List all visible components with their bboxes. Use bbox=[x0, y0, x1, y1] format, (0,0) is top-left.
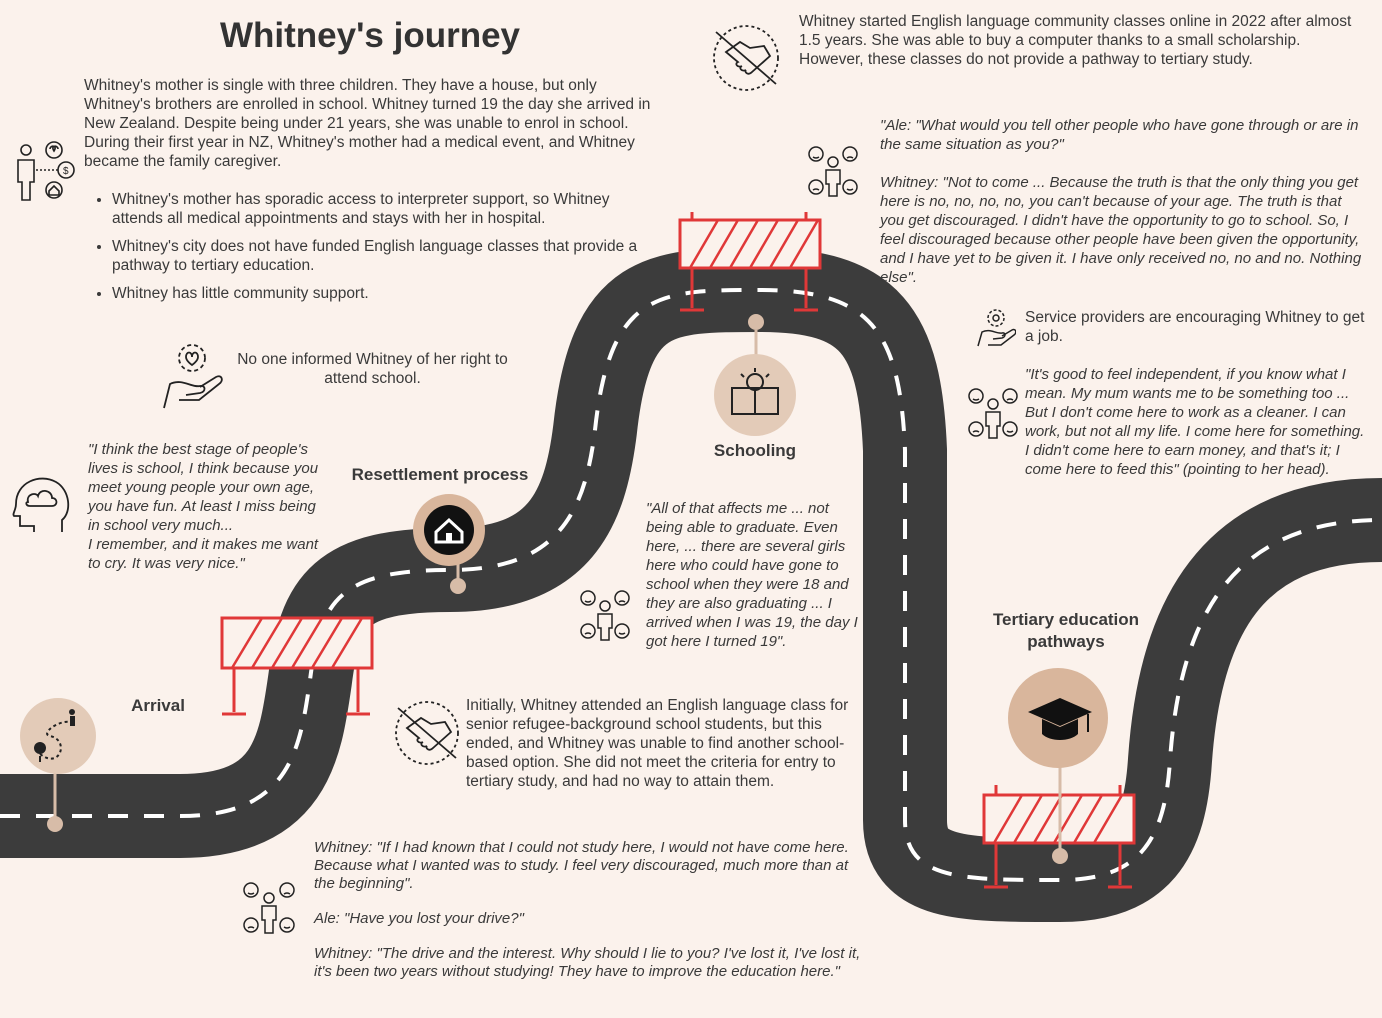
broken-handshake-icon bbox=[713, 25, 779, 91]
pin-tertiary bbox=[1008, 668, 1108, 864]
quote-graduate: "All of that affects me ... not being ab… bbox=[646, 500, 858, 650]
whitney-answer: Whitney: "Not to come ... Because the tr… bbox=[880, 174, 1362, 286]
barrier-arrival bbox=[220, 616, 374, 716]
quote-school: "I think the best stage of people's live… bbox=[88, 441, 319, 572]
quote-independent: "It's good to feel independent, if you k… bbox=[1025, 366, 1365, 478]
bullet-item: Whitney has little community support. bbox=[112, 284, 644, 303]
stage-label-tertiary: Tertiary education pathways bbox=[992, 610, 1140, 651]
bottom-quote-2: Ale: "Have you lost your drive?" bbox=[314, 910, 524, 927]
emotions-person-icon bbox=[808, 146, 858, 197]
bullet-item: Whitney's city does not have funded Engl… bbox=[112, 237, 644, 275]
bullet-item: Whitney's mother has sporadic access to … bbox=[112, 190, 644, 228]
road-centerline bbox=[0, 288, 1382, 882]
initially-text: Initially, Whitney attended an English l… bbox=[466, 697, 849, 790]
emotions-person-icon bbox=[968, 388, 1018, 439]
emotions-person-icon bbox=[243, 882, 295, 934]
broken-handshake-icon bbox=[395, 701, 459, 765]
family-finance-icon: $ bbox=[17, 141, 75, 201]
stage-label-arrival: Arrival bbox=[131, 696, 185, 715]
svg-text:$: $ bbox=[63, 166, 69, 177]
bottom-quote-1: Whitney: "If I had known that I could no… bbox=[314, 839, 849, 892]
not-informed-text: No one informed Whitney of her right to … bbox=[237, 351, 508, 387]
emotions-person-icon bbox=[580, 590, 630, 641]
bottom-quote-3: Whitney: "The drive and the interest. Wh… bbox=[314, 945, 861, 980]
head-thought-icon bbox=[12, 477, 70, 532]
stage-label-schooling: Schooling bbox=[713, 441, 797, 460]
pin-schooling bbox=[714, 314, 796, 436]
page-title: Whitney's journey bbox=[219, 16, 521, 55]
hand-heart-gear-icon bbox=[163, 344, 223, 409]
ale-question: "Ale: "What would you tell other people … bbox=[880, 117, 1359, 153]
service-providers-text: Service providers are encouraging Whitne… bbox=[1025, 309, 1365, 345]
intro-text: Whitney's mother is single with three ch… bbox=[84, 77, 651, 170]
bullet-list: Whitney's mother has sporadic access to … bbox=[84, 190, 644, 312]
online-classes-text: Whitney started English language communi… bbox=[799, 13, 1352, 68]
stage-label-resettlement: Resettlement process bbox=[351, 465, 529, 484]
hand-gear-icon bbox=[977, 309, 1016, 347]
barrier-schooling bbox=[678, 212, 822, 312]
pin-resettlement bbox=[413, 494, 485, 594]
pin-arrival bbox=[20, 698, 96, 832]
